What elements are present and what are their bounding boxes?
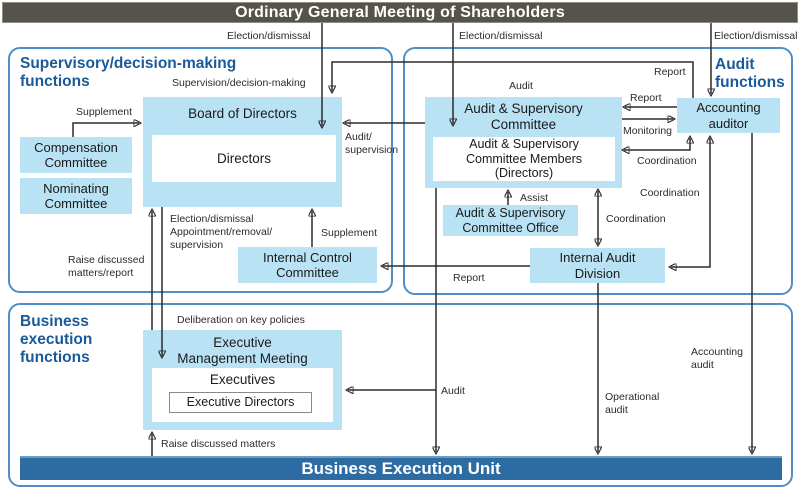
- label-coordination-asc-iad: Coordination: [606, 213, 666, 225]
- label-audit-exec: Audit: [441, 385, 465, 397]
- label-monitoring: Monitoring: [623, 125, 673, 137]
- label-supplement-compensation: Supplement: [76, 106, 133, 118]
- section-business-title: Business execution functions: [20, 313, 93, 366]
- label-assist: Assist: [520, 192, 549, 204]
- label-deliberation: Deliberation on key policies: [177, 314, 305, 326]
- label-report-iad-icc: Report: [453, 272, 485, 284]
- node-asc-office: Audit & Supervisory Committee Office: [443, 205, 578, 236]
- label-raise-matters: Raise discussed matters: [161, 438, 276, 450]
- node-compensation-committee: Compensation Committee: [20, 137, 132, 173]
- label-coordination-auditor-iad: Coordination: [640, 187, 700, 199]
- business-execution-unit-title: Business Execution Unit: [301, 459, 501, 478]
- label-report-auditor-asc: Report: [630, 92, 662, 104]
- business-execution-unit-bar: Business Execution Unit: [20, 456, 782, 480]
- label-supplement-icc: Supplement: [321, 227, 378, 239]
- label-coordination-auditor-asc: Coordination: [637, 155, 697, 167]
- label-raise-matters-report: Raise discussed matters/report: [68, 254, 145, 280]
- node-directors: Directors: [152, 135, 336, 182]
- label-election-appointment: Election/dismissal Appointment/removal/ …: [170, 213, 273, 252]
- label-supervision-decision-making: Supervision/decision-making: [172, 77, 306, 89]
- label-operational-audit: Operational audit: [605, 391, 660, 417]
- node-internal-audit-division: Internal Audit Division: [530, 248, 665, 283]
- section-supervisory-frame: [8, 47, 393, 293]
- label-audit-supervision: Audit/ supervision: [345, 131, 399, 157]
- section-audit-title: Audit functions: [715, 56, 785, 91]
- node-accounting-auditor: Accounting auditor: [677, 98, 780, 133]
- label-election-dismissal-asc: Election/dismissal: [459, 30, 543, 42]
- label-audit-asc: Audit: [509, 80, 533, 92]
- node-internal-control-committee: Internal Control Committee: [238, 247, 377, 283]
- node-nominating-committee: Nominating Committee: [20, 178, 132, 214]
- shareholders-meeting-bar: Ordinary General Meeting of Shareholders: [2, 2, 798, 23]
- label-election-dismissal-board: Election/dismissal: [227, 30, 311, 42]
- shareholders-meeting-title: Ordinary General Meeting of Shareholders: [235, 3, 565, 21]
- node-asc-members: Audit & Supervisory Committee Members (D…: [433, 137, 615, 181]
- node-executive-directors: Executive Directors: [169, 392, 312, 413]
- label-accounting-audit: Accounting audit: [691, 346, 743, 372]
- label-report-auditor-board: Report: [654, 66, 686, 78]
- label-election-dismissal-auditor: Election/dismissal: [714, 30, 798, 42]
- section-supervisory-title: Supervisory/decision-making functions: [20, 55, 237, 90]
- section-business-frame: [8, 303, 793, 487]
